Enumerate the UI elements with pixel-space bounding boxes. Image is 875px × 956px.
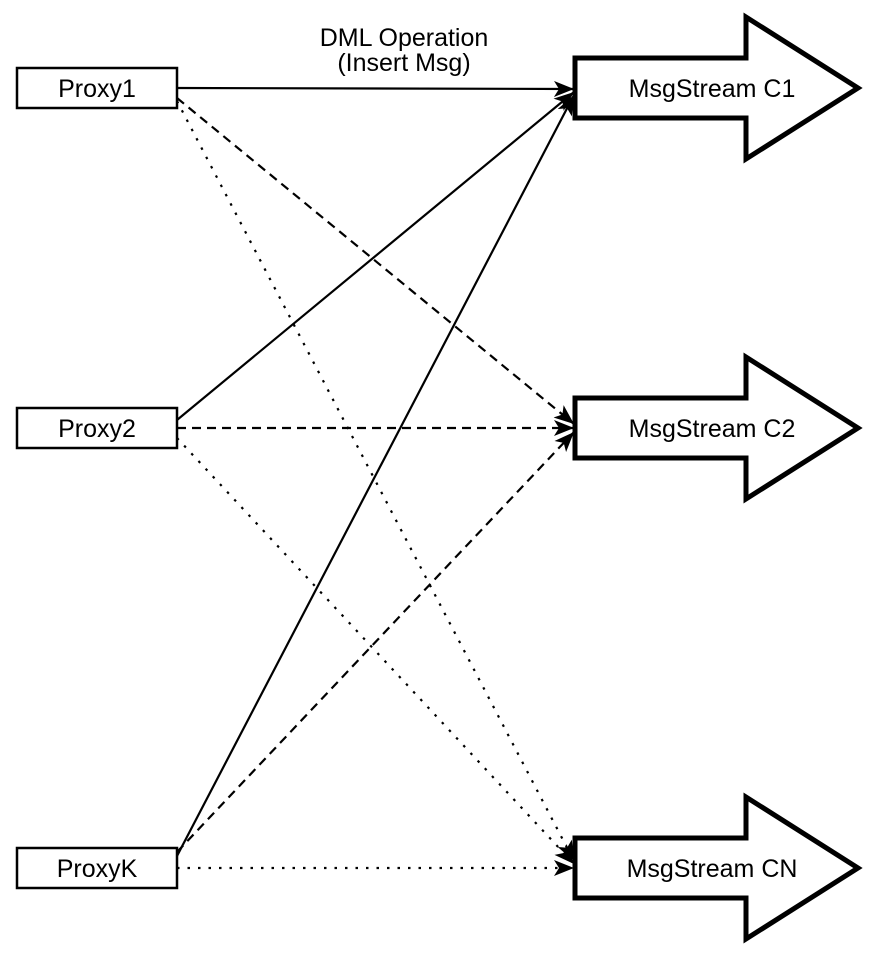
dml-operation-label-line2: (Insert Msg) [337,49,470,77]
proxy1-node: Proxy1 [15,66,179,110]
connector-proxyk-c1 [176,94,575,857]
proxy2-node: Proxy2 [15,406,179,450]
proxyk-node: ProxyK [15,846,179,890]
msgstream-c1-arrow [572,12,863,164]
proxy2-label: Proxy2 [58,415,136,443]
msgstream-cn-node: MsgStream CN [572,792,863,944]
proxy1-label: Proxy1 [58,75,136,103]
connector-proxy1-c1 [176,80,575,97]
msgstream-c2-node: MsgStream C2 [572,352,863,504]
proxyk-label: ProxyK [57,855,138,883]
proxy2-box [15,406,179,450]
connector-proxy1-c2 [176,97,575,425]
msgstream-cn-label: MsgStream CN [627,855,798,883]
msgstream-c2-arrow [572,352,863,504]
proxy1-box [15,66,179,110]
msgstream-c2-label: MsgStream C2 [629,415,796,443]
dml-operation-label-line1: DML Operation [320,24,489,52]
msgstream-cn-arrow [572,792,863,944]
connector-proxyk-c2 [176,431,575,853]
proxyk-box [15,846,179,890]
connector-proxy1-cn [176,100,575,862]
connector-proxy2-cn [176,437,575,865]
connector-proxy2-c1 [176,91,575,421]
msgstream-c1-label: MsgStream C1 [629,75,796,103]
msgstream-c1-node: MsgStream C1 [572,12,863,164]
